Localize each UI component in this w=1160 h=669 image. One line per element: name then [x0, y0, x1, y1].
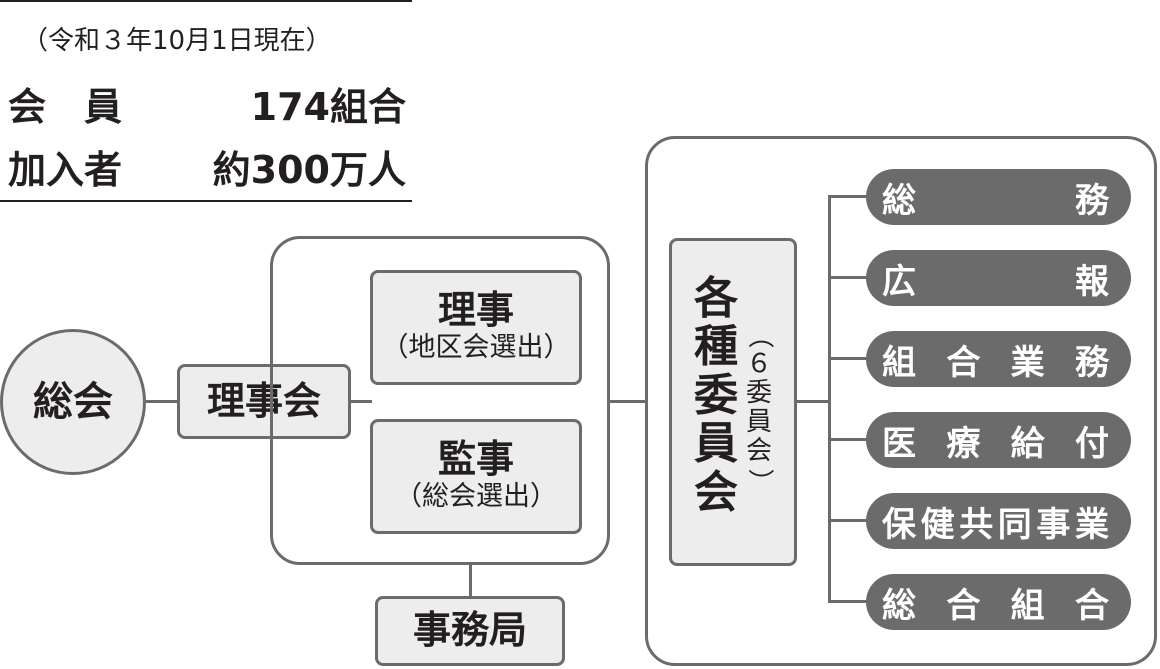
- committees-frame: [645, 136, 1157, 666]
- committees-title-char: 各: [693, 273, 738, 324]
- connector-board-frame: [350, 400, 372, 403]
- committee-char: 共: [959, 504, 994, 545]
- committees-note-char: （: [744, 322, 775, 349]
- committees-note-char: 会: [745, 436, 772, 467]
- committee-comprehensive-union: 総 合 組 合: [866, 574, 1131, 630]
- committee-char: 同: [997, 504, 1032, 545]
- committee-char: 総: [882, 180, 916, 221]
- bracket-tick: [828, 195, 868, 198]
- bracket-tick: [828, 438, 868, 441]
- committees-note-char: 員: [745, 407, 772, 438]
- general-meeting-label: 総会: [33, 379, 113, 425]
- auditors-title: 監事: [437, 437, 514, 482]
- committee-char: 健: [920, 504, 955, 545]
- board-frame: [270, 236, 610, 565]
- secretariat-label: 事務局: [412, 608, 527, 653]
- bracket-tick: [828, 600, 868, 603]
- committee-char: 事: [1036, 504, 1071, 545]
- committee-char: 組: [1010, 585, 1045, 626]
- connector-committees-bracket: [797, 400, 829, 403]
- secretariat-node: 事務局: [375, 596, 565, 666]
- committee-char: 付: [1074, 423, 1109, 464]
- directors-note: （地区会選出）: [381, 332, 571, 364]
- committees-note-char: ）: [744, 468, 775, 495]
- connector-frame-committees: [609, 400, 645, 403]
- directors-node: 理事 （地区会選出）: [370, 270, 582, 385]
- header-bottom-rule: [0, 200, 412, 202]
- members-label: 会 員: [8, 85, 123, 129]
- committee-char: 給: [1010, 423, 1045, 464]
- committees-note-vertical: （ ６ 委 員 会 ）: [744, 321, 775, 496]
- committees-note-char: 委: [745, 378, 772, 409]
- board-label: 理事会: [206, 378, 321, 423]
- committee-medical-benefits: 医 療 給 付: [866, 412, 1131, 468]
- committee-char: 組: [882, 342, 916, 383]
- committee-char: 保: [882, 504, 916, 545]
- committee-char: 業: [1010, 342, 1045, 383]
- committees-title-char: 種: [693, 321, 738, 373]
- connector-meeting-board: [146, 400, 178, 403]
- auditors-node: 監事 （総会選出）: [370, 419, 582, 534]
- committee-general-affairs: 総 務: [866, 169, 1131, 225]
- committee-char: 合: [946, 342, 981, 383]
- bracket-vertical-line: [828, 195, 831, 603]
- subscribers-label: 加入者: [8, 148, 123, 192]
- committee-joint-health-programs: 保 健 共 同 事 業: [866, 493, 1131, 549]
- committee-char: 務: [1075, 180, 1109, 221]
- date-note: （令和３年10月1日現在）: [22, 26, 332, 56]
- committee-union-operations: 組 合 業 務: [866, 331, 1131, 387]
- committee-char: 業: [1074, 504, 1109, 545]
- committee-char: 合: [946, 585, 981, 626]
- connector-frame-secretariat: [469, 563, 472, 598]
- committees-title-vertical: 各 種 委 員 会: [693, 273, 738, 518]
- committees-title-node: 各 種 委 員 会 （ ６ 委 員 会 ）: [669, 238, 797, 566]
- committee-public-relations: 広 報: [866, 250, 1131, 306]
- subscribers-value: 約300万人: [212, 148, 406, 192]
- committees-title-char: 員: [693, 418, 738, 470]
- bracket-tick: [828, 519, 868, 522]
- committees-title-char: 委: [693, 369, 738, 421]
- committee-char: 医: [882, 423, 916, 464]
- committees-title-char: 会: [693, 466, 738, 518]
- bracket-tick: [828, 357, 868, 360]
- committee-char: 報: [1075, 261, 1109, 302]
- committee-char: 合: [1074, 585, 1109, 626]
- committee-char: 広: [882, 261, 916, 302]
- committees-note-char: ６: [745, 349, 772, 380]
- committee-char: 療: [946, 423, 981, 464]
- directors-title: 理事: [437, 288, 514, 333]
- general-meeting-node: 総会: [0, 329, 146, 475]
- auditors-note: （総会選出）: [395, 481, 557, 513]
- board-node: 理事会: [177, 364, 351, 439]
- committee-char: 務: [1074, 342, 1109, 383]
- committee-char: 総: [882, 585, 916, 626]
- members-value: 174組合: [250, 85, 406, 129]
- header-top-rule: [0, 0, 412, 2]
- bracket-tick: [828, 276, 868, 279]
